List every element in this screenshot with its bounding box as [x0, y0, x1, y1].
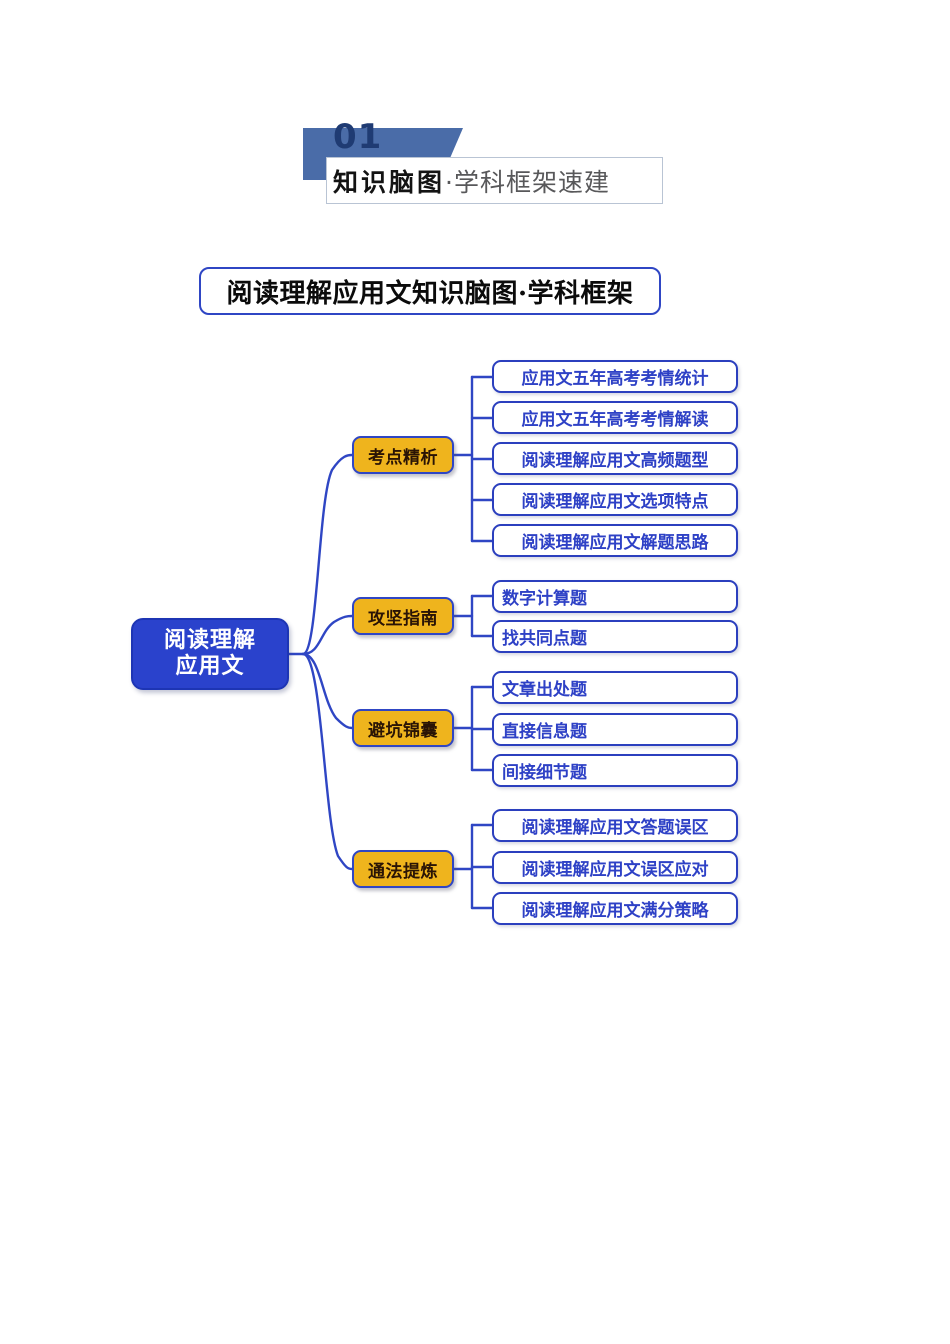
leaf-label-1-1: 应用文五年高考考情统计 — [521, 369, 709, 389]
connector-root-to-branch-3 — [301, 652, 354, 730]
map-title-text: 阅读理解应用文知识脑图·学科框架 — [226, 278, 634, 309]
branch-label-4: 通法提炼 — [368, 861, 438, 882]
banner-title-strong: 知识脑图 — [333, 167, 446, 197]
branch-node-4[interactable]: 通法提炼 — [352, 850, 454, 888]
connector-root-to-branch-2 — [301, 614, 354, 656]
leaf-node-4-2[interactable]: 阅读理解应用文误区应对 — [492, 851, 738, 884]
leaf-label-3-3: 间接细节题 — [502, 763, 587, 783]
leaf-label-4-1: 阅读理解应用文答题误区 — [521, 818, 709, 838]
banner-title-rest: ·学科框架速建 — [445, 167, 610, 197]
leaf-label-2-1: 数字计算题 — [502, 589, 587, 609]
leaf-node-2-2[interactable]: 找共同点题 — [492, 620, 738, 653]
mindmap-root-node[interactable]: 阅读理解 应用文 — [131, 618, 289, 690]
leaf-label-2-2: 找共同点题 — [502, 629, 587, 649]
leaf-node-1-4[interactable]: 阅读理解应用文选项特点 — [492, 483, 738, 516]
leaf-label-1-5: 阅读理解应用文解题思路 — [521, 533, 709, 553]
banner-title-box: 知识脑图 ·学科框架速建 — [326, 157, 663, 204]
branch-node-1[interactable]: 考点精析 — [352, 436, 454, 474]
section-header-banner: 01 知识脑图 ·学科框架速建 — [303, 120, 663, 208]
leaf-node-3-2[interactable]: 直接信息题 — [492, 713, 738, 746]
branch-label-3: 避坑锦囊 — [368, 720, 438, 741]
leaf-node-4-3[interactable]: 阅读理解应用文满分策略 — [492, 892, 738, 925]
branch-node-3[interactable]: 避坑锦囊 — [352, 709, 454, 747]
leaf-label-1-2: 应用文五年高考考情解读 — [521, 410, 709, 430]
root-label-line2: 应用文 — [175, 653, 245, 679]
leaf-label-1-4: 阅读理解应用文选项特点 — [521, 492, 709, 512]
map-title-pill: 阅读理解应用文知识脑图·学科框架 — [199, 267, 661, 315]
leaf-label-4-3: 阅读理解应用文满分策略 — [521, 901, 709, 921]
leaf-node-3-3[interactable]: 间接细节题 — [492, 754, 738, 787]
leaf-label-3-1: 文章出处题 — [502, 680, 587, 700]
leaf-label-4-2: 阅读理解应用文误区应对 — [521, 860, 709, 880]
connector-root-to-branch-1 — [301, 453, 354, 656]
leaf-node-2-1[interactable]: 数字计算题 — [492, 580, 738, 613]
leaf-node-1-5[interactable]: 阅读理解应用文解题思路 — [492, 524, 738, 557]
branch-label-2: 攻坚指南 — [368, 608, 438, 629]
leaf-label-1-3: 阅读理解应用文高频题型 — [521, 451, 709, 471]
root-label-line1: 阅读理解 — [163, 627, 256, 654]
section-number: 01 — [333, 117, 383, 157]
leaf-node-1-1[interactable]: 应用文五年高考考情统计 — [492, 360, 738, 393]
leaf-node-1-3[interactable]: 阅读理解应用文高频题型 — [492, 442, 738, 475]
leaf-node-3-1[interactable]: 文章出处题 — [492, 671, 738, 704]
leaf-node-1-2[interactable]: 应用文五年高考考情解读 — [492, 401, 738, 434]
branch-node-2[interactable]: 攻坚指南 — [352, 597, 454, 635]
leaf-label-3-2: 直接信息题 — [502, 722, 587, 742]
leaf-node-4-1[interactable]: 阅读理解应用文答题误区 — [492, 809, 738, 842]
connector-root-to-branch-4 — [301, 652, 354, 871]
branch-label-1: 考点精析 — [368, 447, 438, 468]
